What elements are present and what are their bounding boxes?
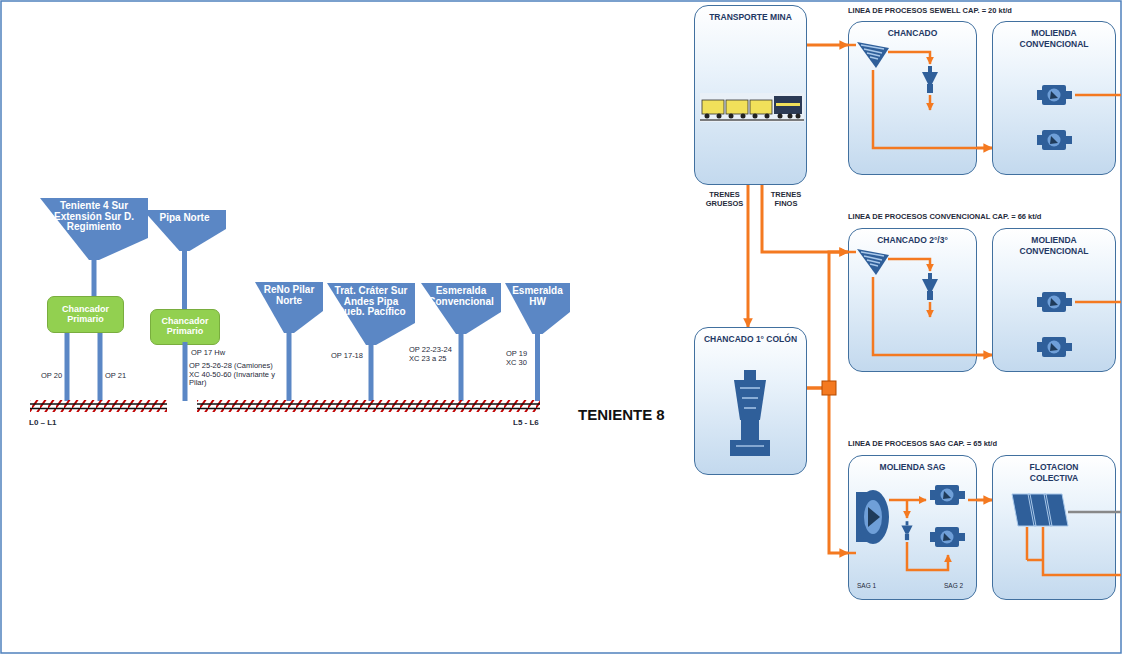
ore-flow-arrow [762,185,848,252]
process-box: MOLIENDA CONVENCIONAL [992,228,1116,372]
mill-icons [1037,85,1121,357]
annotation-label: L5 - L6 [512,418,540,427]
ore-pass-pipes [67,332,538,401]
node-label: Trat. Cráter Sur Andes Pipa Queb. Pacífi… [327,283,415,319]
crusher-box: Chancador Primario [47,296,124,333]
ore-flow-arrow [977,499,992,502]
annotation-label: TRENES FINOS [766,191,806,208]
annotation-label: SAG 1 [857,582,876,589]
flotation-cells [1012,494,1121,575]
ore-flow-arrow [977,147,992,150]
process-box: TRANSPORTE MINA [694,5,807,185]
rail-track [30,400,540,412]
annotation-label: LINEA DE PROCESOS SEWELL CAP. = 20 kt/d [848,7,1012,16]
ore-flow-arrow [807,44,848,47]
node-label: Chancador Primario [151,315,219,339]
ore-pass-funnel: Esmeralda HW [505,283,570,334]
node-label: ReNo Pilar Norte [255,282,323,307]
ore-pass-funnel: Pipa Norte [143,210,226,251]
ore-pass-funnel: Trat. Cráter Sur Andes Pipa Queb. Pacífi… [327,283,415,345]
ore-flow-arrow [807,388,848,553]
annotation-label: OP 22-23-24 XC 23 a 25 [408,346,458,363]
annotation-label: L0 – L1 [28,418,58,427]
ore-flow-arrow [747,185,750,327]
ore-pass-pipe [92,259,97,296]
crushing-circuit-conventional [848,249,977,355]
gyratory-crusher-icon [730,370,770,456]
process-box: MOLIENDA CONVENCIONAL [992,21,1116,175]
node-label: Esmeralda HW [505,283,570,308]
ore-pass-pipe [182,250,187,309]
process-box: CHANCADO 1° COLÓN [694,327,807,475]
crusher-box: Chancador Primario [150,309,220,345]
process-box: MOLIENDA SAG [848,455,977,600]
node-label: MOLIENDA SAG [858,462,968,473]
annotation-label: LINEA DE PROCESOS SAG CAP. = 65 kt/d [848,440,997,449]
node-label: CHANCADO [858,28,968,39]
junction-box [822,381,836,395]
train-icon [700,93,804,122]
process-box: FLOTACION COLECTIVA [992,455,1116,600]
annotation-label: TENIENTE 8 [578,406,665,423]
annotation-label: OP 21 [104,372,127,381]
annotation-label: OP 19 XC 30 [505,350,533,367]
node-label: CHANCADO 1° COLÓN [699,334,803,345]
annotation-label: OP 17 Hw [190,349,226,358]
ore-flow-arrow [977,354,992,357]
annotation-label: OP 17-18 [330,352,364,361]
annotation-label: LINEA DE PROCESOS CONVENCIONAL CAP. = 66… [848,213,1041,222]
sag-circuit [848,485,977,570]
node-label: Esmeralda Convencional [421,283,501,308]
ore-pass-funnel: Teniente 4 Sur Extensión Sur D. Regimien… [40,198,148,260]
annotation-label: SAG 2 [944,582,963,589]
process-box: CHANCADO 2°/3° [848,228,977,372]
annotation-label: OP 25-26-28 (Camiones) XC 40-50-60 (Inva… [188,362,285,388]
node-label: MOLIENDA CONVENCIONAL [1014,28,1094,49]
node-label: Pipa Norte [143,210,226,225]
ore-pass-funnel: Esmeralda Convencional [421,283,501,334]
ore-flow-arrow [807,252,848,388]
node-label: FLOTACION COLECTIVA [1017,462,1092,483]
node-label: Teniente 4 Sur Extensión Sur D. Regimien… [40,198,148,234]
annotation-label: OP 20 [40,372,63,381]
annotation-label: TRENES GRUESOS [703,191,746,208]
process-box: CHANCADO [848,21,977,175]
node-label: MOLIENDA CONVENCIONAL [1014,235,1094,256]
node-label: Chancador Primario [48,303,123,327]
ore-pass-funnel: ReNo Pilar Norte [255,282,323,333]
node-label: TRANSPORTE MINA [699,12,803,23]
node-label: CHANCADO 2°/3° [858,235,968,246]
crushing-circuit-sewell [848,42,977,148]
